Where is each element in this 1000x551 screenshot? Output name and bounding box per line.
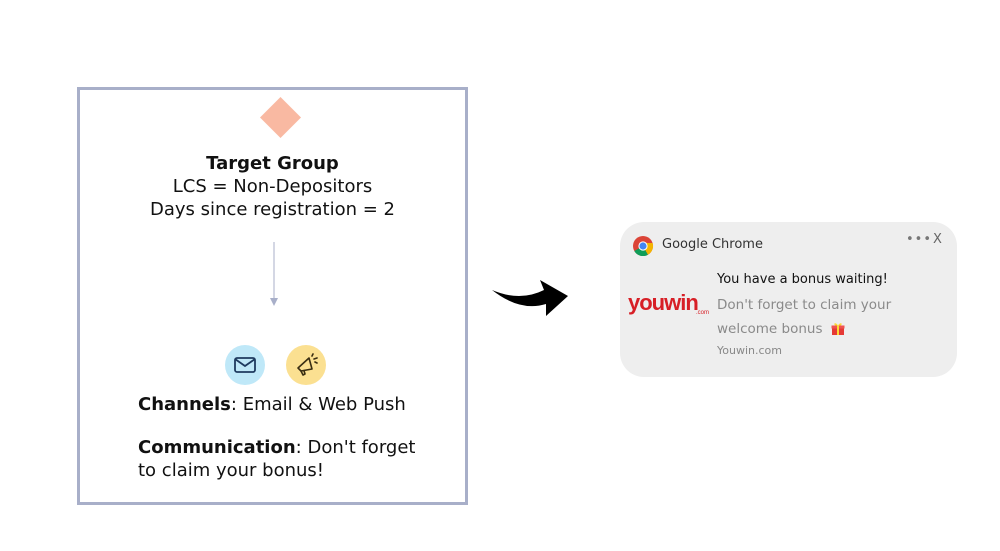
megaphone-icon [297,353,318,376]
target-group-line-1: LCS = Non-Depositors [172,176,373,197]
chrome-logo-icon [633,236,654,257]
diamond-shape [259,96,302,139]
notification-title: You have a bonus waiting! [717,272,888,287]
envelope-icon [234,357,256,373]
notification-body-text: Don't forget to claim your welcome bonus [717,297,892,337]
notification-body: Don't forget to claim your welcome bonus [717,293,937,341]
communication-value: : Don't forget to claim your bonus! [138,437,416,481]
target-group-title: Target Group [206,153,339,174]
right-arrow-icon [492,280,568,316]
close-button[interactable]: X [933,232,942,247]
communication-line: Communication: Don't forget to claim you… [138,436,438,482]
target-group-line-2: Days since registration = 2 [150,199,395,220]
email-channel-icon [225,345,265,385]
app-name: Google Chrome [662,237,763,252]
target-group-panel: Target Group LCS = Non-Depositors Days s… [77,87,468,505]
communication-label: Communication [138,437,296,458]
gift-icon [831,323,845,335]
down-arrow [270,242,278,306]
brand-name: youwin [628,290,699,315]
notification-site: Youwin.com [717,344,782,357]
chrome-notification[interactable]: Google Chrome ••• X youwin .com You have… [620,222,957,377]
channels-label: Channels [138,394,231,415]
more-options-icon[interactable]: ••• [906,232,933,247]
youwin-logo: youwin .com [628,290,709,316]
web-push-channel-icon [286,345,326,385]
brand-suffix: .com [696,310,710,316]
target-group-block: Target Group LCS = Non-Depositors Days s… [80,152,465,221]
channels-value: : Email & Web Push [230,394,406,415]
channels-line: Channels: Email & Web Push [138,393,406,416]
